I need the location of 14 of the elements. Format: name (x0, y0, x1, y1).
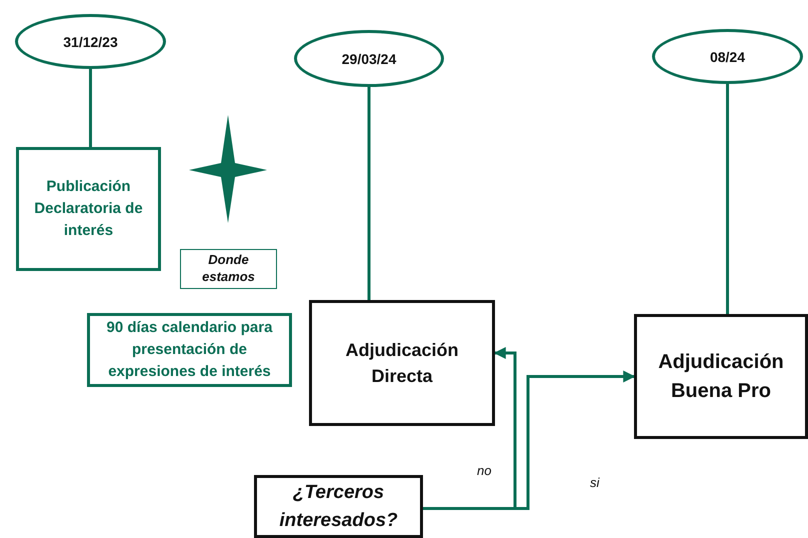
arrow (423, 370, 636, 510)
edge-label: si (588, 474, 602, 490)
process-box: Adjudicación Directa (309, 300, 495, 426)
connector-line (726, 84, 729, 314)
note-box: Donde estamos (180, 249, 277, 289)
connector-line (89, 69, 92, 147)
connector-line (368, 87, 370, 300)
decision-box: ¿Terceros interesados? (254, 475, 423, 538)
date-ellipse: 31/12/23 (15, 14, 166, 69)
process-box: Publicación Declaratoria de interés (16, 147, 161, 271)
date-ellipse: 08/24 (652, 29, 803, 84)
note-box: 90 días calendario para presentación de expresiones de interés (87, 313, 292, 387)
process-box: Adjudicación Buena Pro (634, 314, 808, 439)
date-ellipse: 29/03/24 (294, 30, 444, 87)
